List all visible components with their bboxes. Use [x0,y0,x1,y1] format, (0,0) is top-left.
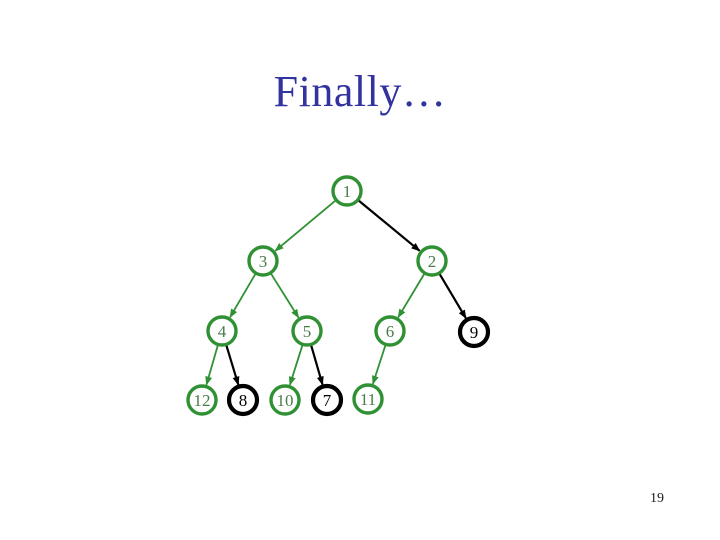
tree-node-circle-7 [310,383,344,417]
tree-edge-2-9 [438,273,467,320]
tree-node-circle-4 [206,315,238,347]
tree-node-12: 12 [186,384,218,416]
tree-edge-1-2 [357,199,421,252]
tree-node-label-12: 12 [194,391,211,410]
tree-node-3: 3 [247,245,279,277]
tree-edge-4-8 [225,345,240,386]
tree-node-circle-12 [186,384,218,416]
tree-node-11: 11 [352,383,384,415]
tree-node-5: 5 [291,315,323,347]
tree-edge-1-3 [274,199,337,252]
tree-edge-2-6 [397,273,426,319]
tree-node-circle-5 [291,315,323,347]
tree-node-circle-2 [416,245,448,277]
tree-node-label-4: 4 [218,322,227,341]
tree-node-label-2: 2 [428,252,437,271]
tree-edge-6-11 [372,345,387,385]
tree-node-6: 6 [374,315,406,347]
tree-node-label-7: 7 [323,391,332,410]
tree-node-1: 1 [331,175,363,207]
tree-edge-3-5 [270,273,300,319]
tree-node-7: 7 [310,383,344,417]
tree-node-circle-3 [247,245,279,277]
tree-node-circle-1 [331,175,363,207]
tree-node-circle-10 [269,384,301,416]
tree-edge-4-12 [205,345,219,386]
tree-node-4: 4 [206,315,238,347]
tree-node-circle-9 [457,315,491,349]
slide-title: Finally… [273,67,447,116]
tree-edge-5-7 [310,345,324,386]
tree-node-label-5: 5 [303,322,312,341]
tree-node-circle-8 [226,383,260,417]
tree-node-2: 2 [416,245,448,277]
tree-node-10: 10 [269,384,301,416]
tree-node-9: 9 [457,315,491,349]
tree-node-label-3: 3 [259,252,268,271]
tree-node-label-11: 11 [360,390,376,409]
page-number: 19 [650,491,664,506]
tree-node-8: 8 [226,383,260,417]
tree-edge-3-4 [229,273,257,319]
tree-node-label-10: 10 [277,391,294,410]
tree-edge-5-10 [288,345,304,386]
tree-node-circle-11 [352,383,384,415]
tree-node-label-1: 1 [343,182,352,201]
tree-node-circle-6 [374,315,406,347]
tree-node-label-8: 8 [239,391,248,410]
tree-node-label-6: 6 [386,322,395,341]
tree-node-label-9: 9 [470,323,479,342]
